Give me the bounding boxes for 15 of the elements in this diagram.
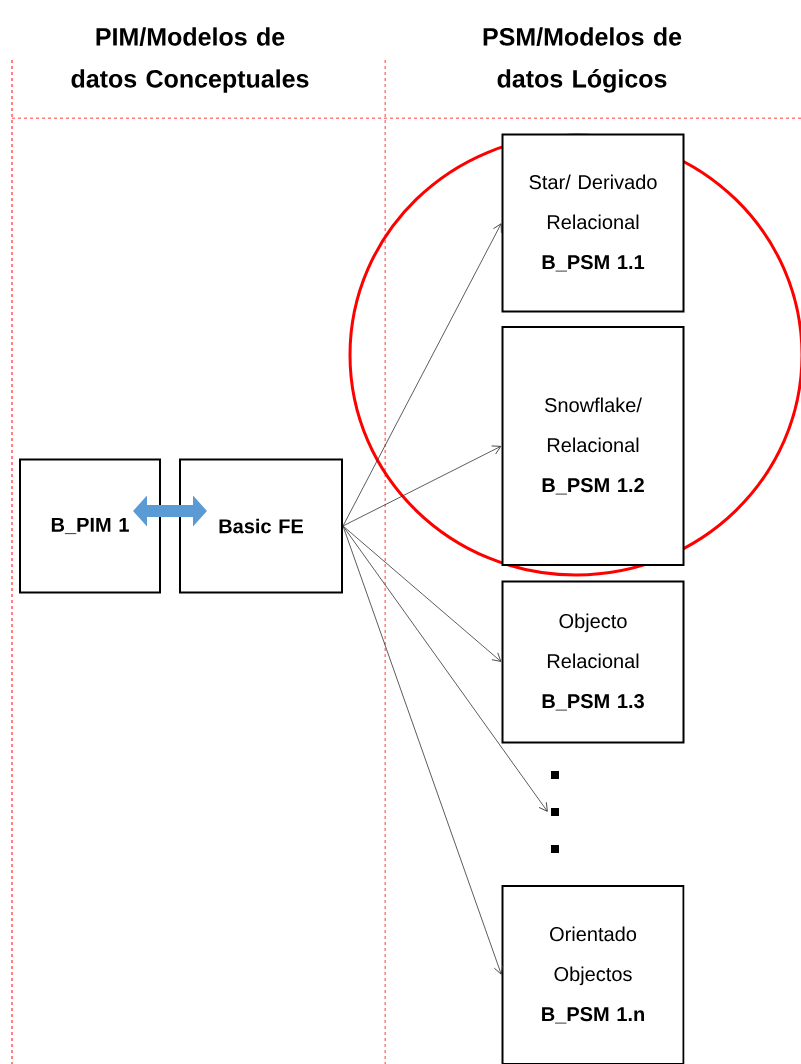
model-box: Snowflake/ Relacional B_PSM 1.2 [501, 326, 685, 566]
column-heading: PIM/Modelos de datos Conceptuales [71, 27, 309, 93]
model-box: Star/ Derivado Relacional B_PSM 1.1 [501, 133, 685, 313]
model-box: Basic FE [179, 458, 343, 594]
double-arrow [133, 495, 207, 527]
column-heading: PSM/Modelos de datos Lógicos [483, 27, 682, 93]
arrow [342, 525, 504, 975]
arrow [342, 525, 548, 812]
ellipsis-dots [551, 771, 559, 853]
model-box: Orientado Objectos B_PSM 1.n [501, 885, 685, 1064]
model-box: B_PIM 1 [19, 458, 161, 594]
model-box: Objecto Relacional B_PSM 1.3 [501, 580, 685, 744]
arrow [342, 525, 502, 662]
arrow [342, 445, 502, 527]
arrow [342, 223, 502, 527]
